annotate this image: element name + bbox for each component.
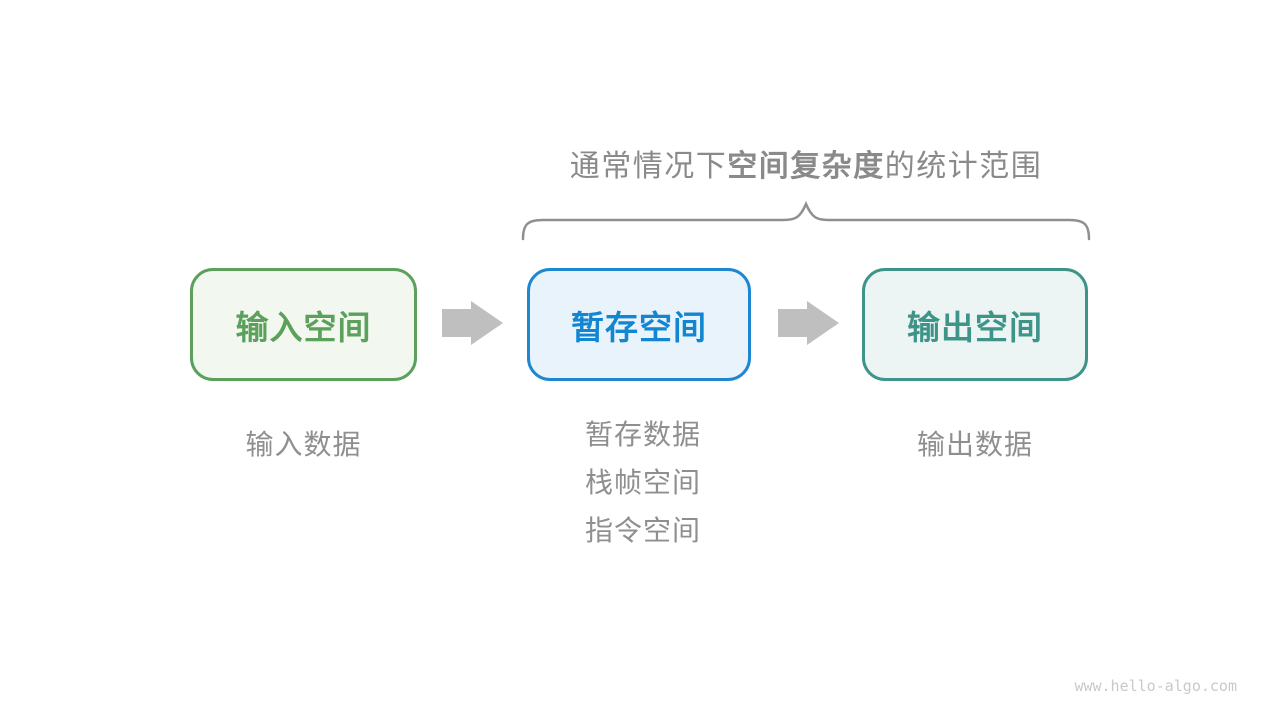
temp-data-note: 暂存数据 — [585, 419, 702, 450]
temp-space-box: 暂存空间 — [527, 268, 751, 381]
output-data-note: 输出数据 — [916, 429, 1033, 460]
arrow-right-icon — [778, 301, 839, 345]
temp-space-label: 暂存空间 — [571, 308, 707, 346]
output-space-label: 输出空间 — [907, 308, 1043, 346]
curly-brace — [521, 200, 1091, 241]
input-space-label: 输入空间 — [235, 308, 372, 346]
arrow-right-icon — [442, 301, 503, 345]
input-space-box: 输入空间 — [190, 268, 417, 381]
arrow-right-shape — [442, 301, 503, 345]
caption-bold-term: 空间复杂度 — [727, 150, 885, 183]
input-data-note: 输入数据 — [245, 429, 362, 460]
scope-caption: 通常情况下空间复杂度的统计范围 — [451, 141, 1161, 185]
arrow-right-shape — [778, 301, 839, 345]
stack-frame-note: 栈帧空间 — [585, 467, 702, 498]
caption-prefix: 通常情况下 — [569, 150, 728, 183]
temp-space-notes: 暂存数据 栈帧空间 指令空间 — [585, 411, 701, 555]
curly-brace-path — [521, 200, 1091, 241]
caption-suffix: 的统计范围 — [884, 150, 1043, 183]
output-space-box: 输出空间 — [862, 268, 1088, 381]
instruction-space-note: 指令空间 — [585, 515, 702, 546]
site-watermark: www.hello-algo.com — [1074, 677, 1237, 695]
